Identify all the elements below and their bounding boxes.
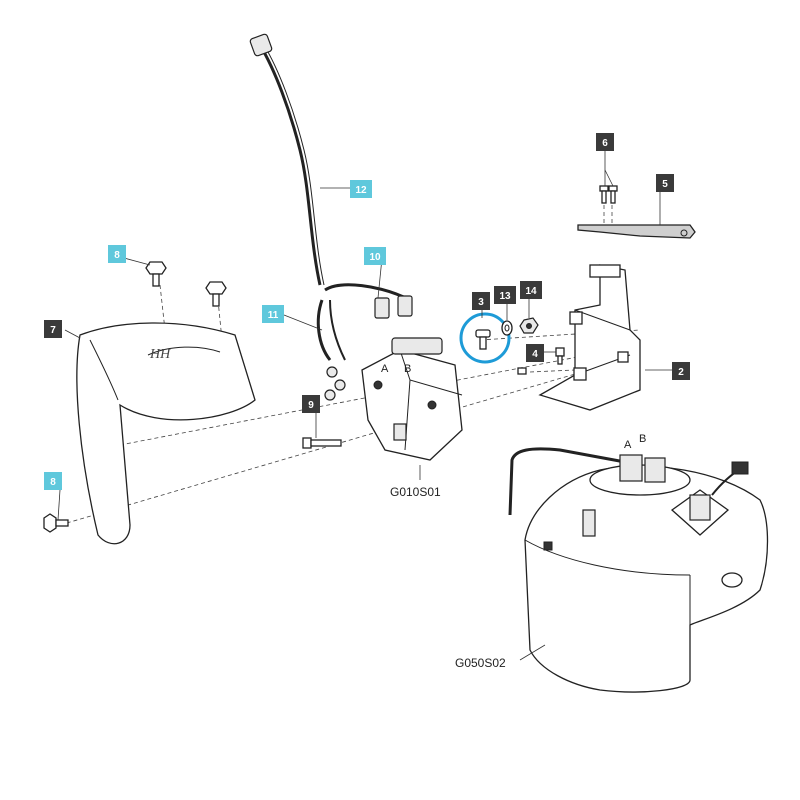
nut-part-14 [519,317,539,334]
tank-assembly-code: G050S02 [455,656,506,670]
leader-lines [57,150,672,661]
callout-6[interactable]: 6 [596,133,614,151]
bolt-part-9 [302,437,342,449]
callout-8-top[interactable]: 8 [108,245,126,263]
callout-11[interactable]: 11 [262,305,284,323]
highlight-ring [459,312,511,364]
svg-text:8: 8 [114,250,120,261]
screws-part-6 [599,185,618,204]
svg-text:5: 5 [662,179,668,190]
callout-12[interactable]: 12 [350,180,372,198]
callout-14[interactable]: 14 [520,281,542,299]
svg-text:12: 12 [355,185,367,196]
svg-text:14: 14 [525,286,537,297]
bolt-part-8-top-second [205,281,227,307]
callout-4[interactable]: 4 [526,344,544,362]
wiring-harness-part-10-11 [316,283,413,401]
callout-3[interactable]: 3 [472,292,490,310]
svg-text:4: 4 [532,349,538,360]
bolt-part-8-top [145,261,167,287]
pump-assembly-code: G010S01 [390,485,441,499]
svg-text:7: 7 [50,325,56,336]
svg-text:9: 9 [308,400,314,411]
svg-text:11: 11 [268,310,279,321]
bolt-part-8-bottom [43,513,69,533]
bracket-part-2 [538,264,641,411]
cover-part-7: HH [76,322,256,545]
svg-text:10: 10 [369,252,381,263]
callout-8-bottom[interactable]: 8 [44,472,62,490]
screw-part-4 [517,347,565,375]
cable-part-12 [249,33,325,286]
pump-connector-b: B [404,363,411,375]
svg-text:13: 13 [499,291,511,302]
svg-text:2: 2 [678,367,684,378]
pump-assembly-g010s01 [361,337,463,461]
pump-connector-a: A [381,363,389,375]
tank-connector-a: A [624,439,632,451]
svg-text:8: 8 [50,477,56,488]
callout-7[interactable]: 7 [44,320,62,338]
plate-part-5 [577,224,696,239]
svg-text:6: 6 [602,138,608,149]
callout-13[interactable]: 13 [494,286,516,304]
washer-part-13 [501,320,513,336]
callout-5[interactable]: 5 [656,174,674,192]
callout-10[interactable]: 10 [364,247,386,265]
callout-2[interactable]: 2 [672,362,690,380]
cover-logo: HH [149,347,171,362]
callout-9[interactable]: 9 [302,395,320,413]
tank-connector-b: B [639,433,646,445]
screw-part-3 [475,329,491,350]
svg-text:3: 3 [478,297,484,308]
tank-assembly-g050s02 [508,447,769,693]
